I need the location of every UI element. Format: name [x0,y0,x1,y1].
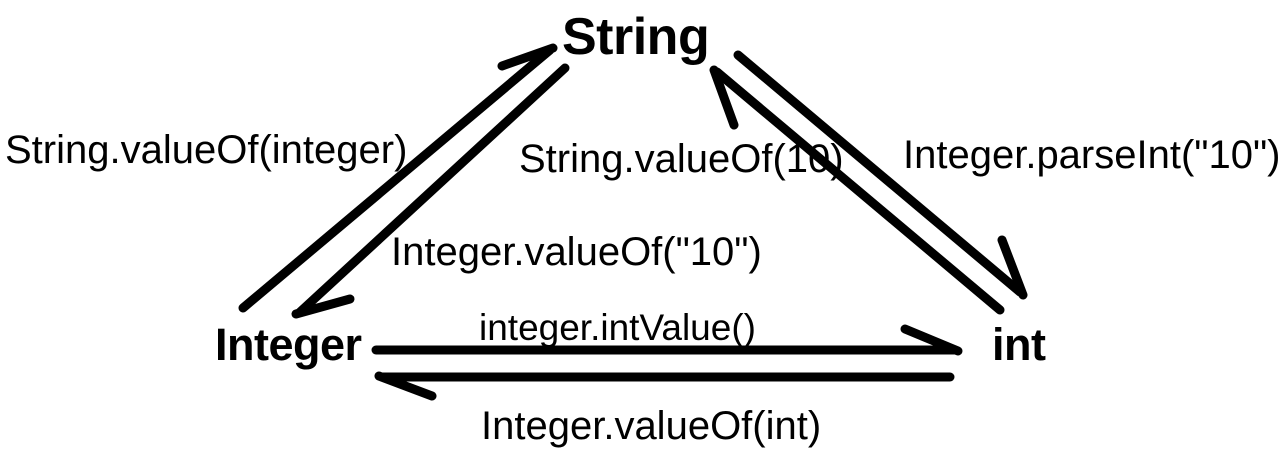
node-int: int [992,319,1046,370]
node-string: String [562,8,710,66]
edge-integer-to-string [238,43,558,313]
edge-string-to-int [733,50,1028,300]
edge-label-integer-to-int: integer.intValue() [479,307,756,348]
edge-label-integer-to-string: String.valueOf(integer) [5,128,408,172]
edge-integer-to-int [371,324,963,356]
edge-label-int-to-string: Integer.parseInt("10") [903,133,1280,177]
node-integer: Integer [215,319,362,370]
edge-int-to-integer [374,371,955,401]
edge-label-int-to-integer: Integer.valueOf(int) [481,404,822,448]
edge-int-to-string [709,65,1005,315]
edge-label-string-to-integer: Integer.valueOf("10") [391,230,762,274]
edge-label-string-to-int: String.valueOf(10) [519,137,844,181]
edge-string-to-integer [291,63,570,319]
